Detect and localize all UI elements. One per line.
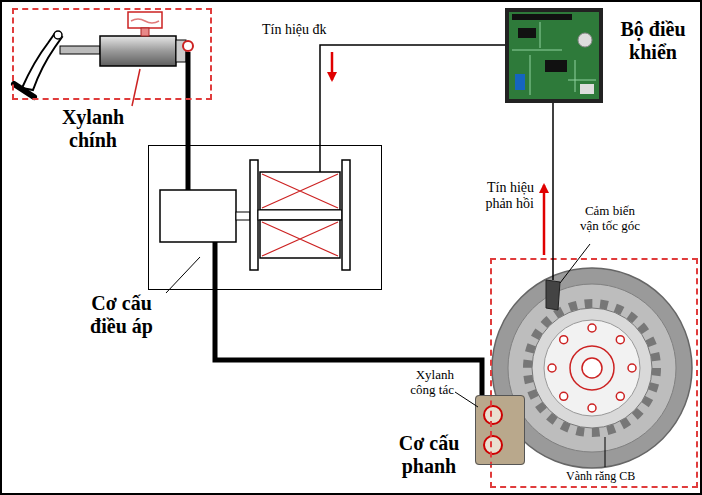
component-label: Cơ cấu phanh xyxy=(386,432,472,478)
sensor-node: Cảm biến vận tốc góc xyxy=(543,280,561,310)
reservoir-stem xyxy=(141,28,149,36)
label-holder: Vành răng CB xyxy=(566,470,635,484)
hydraulic-pipe xyxy=(186,100,191,145)
signal-arrow xyxy=(543,185,546,255)
bolt-hole xyxy=(616,336,624,344)
label-holder: Xylanh chính xyxy=(38,106,148,152)
solenoid-coil xyxy=(260,220,340,258)
connector xyxy=(580,84,594,94)
component-label: Xylanh chính xyxy=(38,106,148,152)
chip xyxy=(518,28,536,38)
fluid-level xyxy=(131,19,159,23)
controller-node: Bộ điều khiển xyxy=(505,8,603,103)
signal-label: Tín hiệu đk xyxy=(262,22,352,38)
component-label: Cơ cấu điều áp xyxy=(76,292,168,338)
armature-plate xyxy=(250,160,258,270)
leader-line xyxy=(560,244,590,283)
bolt-hole xyxy=(548,364,556,372)
end-plate xyxy=(342,160,350,270)
bolt-hole xyxy=(560,392,568,400)
caliper-body xyxy=(475,395,525,465)
master-cylinder-art xyxy=(14,12,193,100)
brake-art xyxy=(475,268,692,468)
disc-ring xyxy=(508,284,676,452)
control-wire xyxy=(319,145,321,172)
caliper-piston xyxy=(484,406,502,424)
valve-plunger xyxy=(236,212,250,220)
cylinder-body xyxy=(100,36,176,66)
signal-wire xyxy=(552,103,554,280)
brake-pipe xyxy=(213,242,218,290)
coil-cross xyxy=(262,222,338,256)
pedal-pad xyxy=(14,84,34,97)
brake-pedal xyxy=(22,33,62,90)
caliper-piston xyxy=(484,436,502,454)
component-region: Xylanh chính xyxy=(12,8,212,100)
pcb xyxy=(509,12,599,99)
bolt-hole xyxy=(616,392,624,400)
label-holder: Tín hiệu phản hồi xyxy=(468,180,534,212)
signal-wire xyxy=(320,45,505,145)
hub-ring xyxy=(570,346,614,390)
leader-line xyxy=(132,69,140,106)
capacitor xyxy=(515,74,525,90)
modulator-art xyxy=(160,145,350,290)
potentiometer xyxy=(578,33,592,47)
speed-sensor xyxy=(546,280,560,310)
sensor-gear-ring xyxy=(532,308,652,428)
bolt-hole xyxy=(628,364,636,372)
bolt-hole xyxy=(560,336,568,344)
solenoid-core xyxy=(258,210,342,220)
label-holder: Cơ cấu phanh xyxy=(386,432,472,478)
label-holder: Cơ cấu điều áp xyxy=(76,292,168,338)
leader-line xyxy=(605,437,606,467)
brake-pipe xyxy=(186,52,191,100)
signal-label: Tín hiệu phản hồi xyxy=(468,180,534,212)
bolt-hole xyxy=(588,324,596,332)
board-frame xyxy=(505,8,603,103)
leader-line xyxy=(166,257,200,293)
label-holder: Cảm biến vận tốc góc xyxy=(574,204,646,234)
pcb-traces xyxy=(512,22,596,95)
pin-header xyxy=(512,14,572,20)
modulator-box: Cơ cấu điều áp xyxy=(148,145,382,290)
part-label: Vành răng CB xyxy=(566,470,635,484)
label-holder: Xylanh công tác xyxy=(388,368,454,398)
gear-teeth xyxy=(528,304,656,432)
controller-board xyxy=(505,8,603,103)
push-rod xyxy=(60,46,100,54)
center-hole xyxy=(582,358,602,378)
chip xyxy=(545,60,567,72)
signal-arrow xyxy=(331,52,334,80)
label-holder: Bộ điều khiển xyxy=(608,18,698,64)
brake-pipe xyxy=(186,145,191,190)
wheel-hub xyxy=(544,320,640,416)
component-label: Xylanh công tác xyxy=(388,368,454,398)
bolt-hole xyxy=(588,404,596,412)
valve-body xyxy=(160,190,236,242)
component-label: Cảm biến vận tốc góc xyxy=(574,204,646,234)
label-holder: Tín hiệu đk xyxy=(262,22,352,38)
pedal-pivot xyxy=(54,31,62,39)
coil-cross xyxy=(262,174,338,208)
leader-line xyxy=(455,392,478,407)
solenoid-coil xyxy=(260,172,340,210)
component-region: Cơ cấu phanhXylanh công tácCảm biến vận … xyxy=(490,258,698,488)
hydraulic-pipe xyxy=(215,290,482,395)
fluid-reservoir xyxy=(128,12,162,28)
pipe-fitting xyxy=(183,41,193,51)
component-label: Bộ điều khiển xyxy=(608,18,698,64)
caliper-node: Xylanh công tác xyxy=(475,395,525,465)
